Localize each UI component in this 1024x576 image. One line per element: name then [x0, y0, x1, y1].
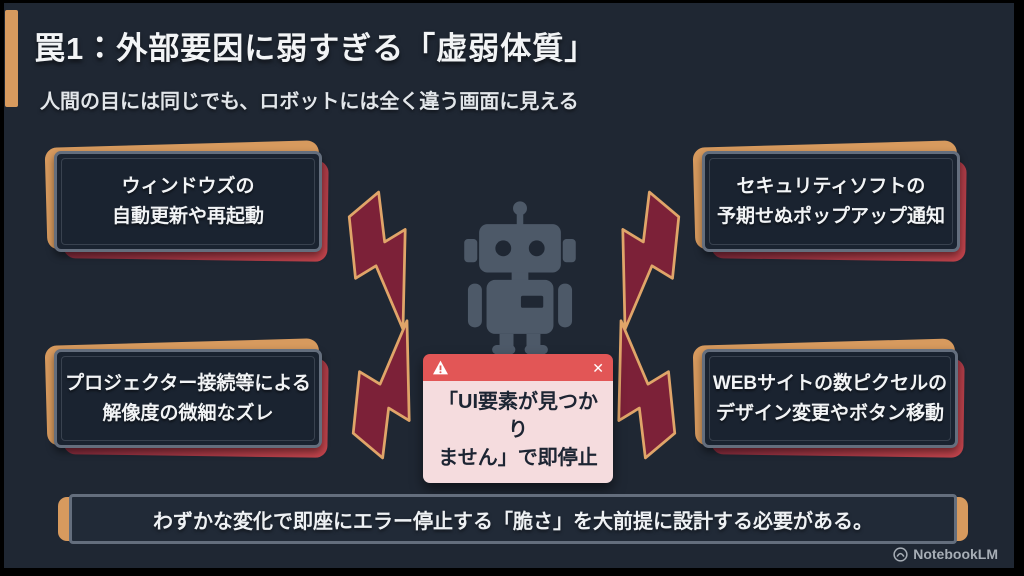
warning-triangle-icon — [433, 360, 448, 375]
title-accent-bar — [5, 10, 18, 107]
factor-card-website-change: WEBサイトの数ピクセルの デザイン変更やボタン移動 — [692, 338, 965, 458]
factor-card-text: プロジェクター接続等による 解像度の微細なズレ — [65, 369, 311, 428]
close-icon[interactable]: ✕ — [592, 359, 604, 376]
watermark-label: NotebookLM — [913, 546, 998, 562]
lightning-bolt-icon — [304, 178, 472, 348]
error-message-line: ません」で即停止 — [438, 447, 598, 469]
conclusion-banner: わずかな変化で即座にエラー停止する「脆さ」を大前提に設計する必要がある。 — [58, 494, 968, 544]
factor-line: プロジェクター接続等による — [65, 373, 311, 395]
notebooklm-logo-icon — [893, 546, 908, 562]
factor-line: ウィンドウズの — [121, 176, 255, 198]
slide-title: 罠1：外部要因に弱すぎる「虚弱体質」 — [34, 31, 597, 66]
factor-card-projector-resolution: プロジェクター接続等による 解像度の微細なズレ — [44, 338, 329, 458]
card-face: ウィンドウズの 自動更新や再起動 — [54, 151, 322, 252]
card-face: セキュリティソフトの 予期せぬポップアップ通知 — [702, 151, 960, 252]
slide-subtitle: 人間の目には同じでも、ロボットには全く違う画面に見える — [40, 91, 579, 113]
factor-card-text: ウィンドウズの 自動更新や再起動 — [112, 172, 264, 231]
error-dialog: ✕ 「UI要素が見つかり ません」で即停止 — [423, 354, 613, 483]
slide: 罠1：外部要因に弱すぎる「虚弱体質」 人間の目には同じでも、ロボットには全く違う… — [4, 3, 1014, 568]
card-face: プロジェクター接続等による 解像度の微細なズレ — [54, 349, 322, 448]
lightning-bolt-icon — [552, 302, 720, 472]
conclusion-text: わずかな変化で即座にエラー停止する「脆さ」を大前提に設計する必要がある。 — [153, 510, 873, 533]
factor-card-text: WEBサイトの数ピクセルの デザイン変更やボタン移動 — [713, 369, 947, 428]
factor-line: デザイン変更やボタン移動 — [715, 402, 944, 424]
factor-line: セキュリティソフトの — [736, 176, 926, 198]
error-dialog-titlebar: ✕ — [423, 354, 613, 381]
notebooklm-watermark: NotebookLM — [893, 546, 998, 562]
factor-card-windows-update: ウィンドウズの 自動更新や再起動 — [44, 140, 329, 262]
error-message-line: 「UI要素が見つかり — [438, 391, 598, 441]
card-face: WEBサイトの数ピクセルの デザイン変更やボタン移動 — [702, 349, 958, 448]
banner-face: わずかな変化で即座にエラー停止する「脆さ」を大前提に設計する必要がある。 — [69, 494, 957, 544]
factor-card-security-popup: セキュリティソフトの 予期せぬポップアップ通知 — [692, 140, 967, 262]
robot-icon — [461, 200, 579, 358]
error-dialog-message: 「UI要素が見つかり ません」で即停止 — [423, 381, 613, 483]
factor-line: 解像度の微細なズレ — [102, 402, 274, 424]
factor-line: WEBサイトの数ピクセルの — [712, 373, 948, 395]
factor-line: 予期せぬポップアップ通知 — [716, 205, 945, 227]
lightning-bolt-icon — [308, 302, 476, 472]
factor-line: 自動更新や再起動 — [111, 205, 264, 227]
lightning-bolt-icon — [556, 178, 724, 348]
factor-card-text: セキュリティソフトの 予期せぬポップアップ通知 — [717, 172, 945, 231]
